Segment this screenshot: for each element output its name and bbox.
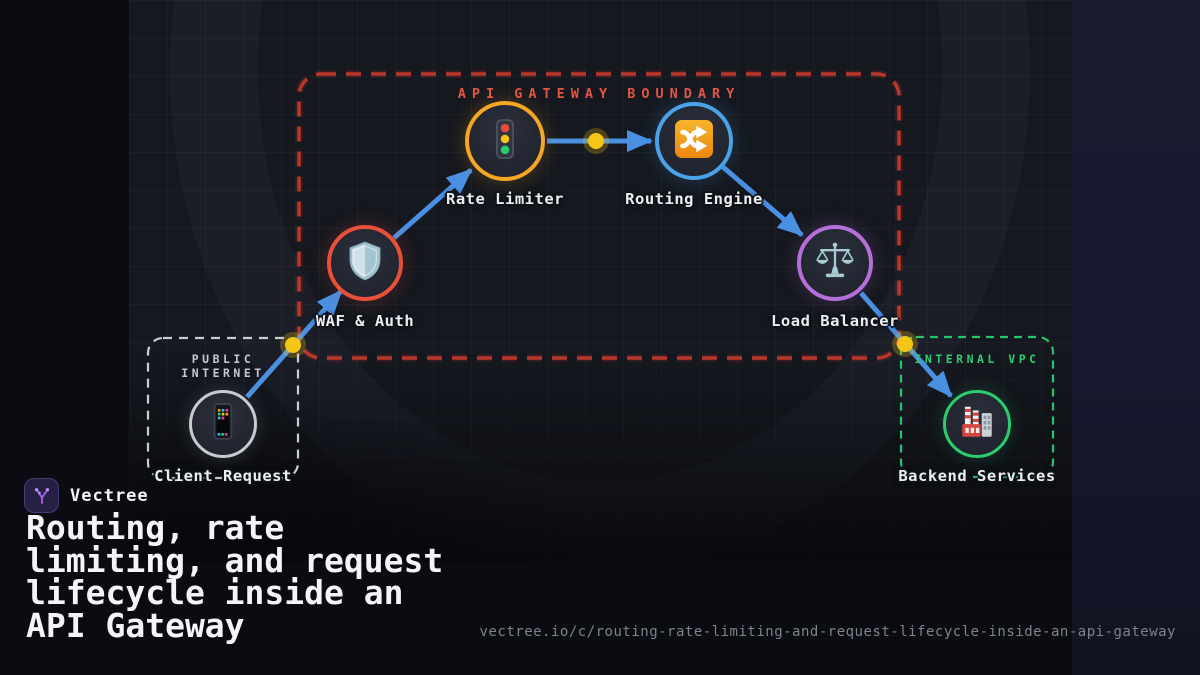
brand: Vectree	[24, 478, 149, 513]
brand-name: Vectree	[70, 485, 149, 506]
shuffle-icon	[671, 116, 717, 166]
node-label-routing-engine: Routing Engine	[625, 190, 763, 208]
vectree-logo-icon	[24, 478, 59, 513]
node-label-waf-auth: WAF & Auth	[315, 312, 415, 330]
node-label-backend-services: Backend Services	[898, 467, 1056, 485]
node-routing-engine	[655, 102, 733, 180]
zone-label-api-gateway-boundary: API GATEWAY BOUNDARY	[457, 86, 741, 102]
right-background-band	[1072, 0, 1200, 675]
node-load-balancer	[797, 225, 873, 301]
traffic-light-icon	[482, 116, 528, 166]
page-title: Routing, rate limiting, and request life…	[26, 508, 444, 645]
node-label-load-balancer: Load Balancer	[771, 312, 899, 330]
page-url: vectree.io/c/routing-rate-limiting-and-r…	[479, 624, 1176, 640]
node-waf-auth	[327, 225, 403, 301]
node-label-rate-limiter: Rate Limiter	[446, 190, 564, 208]
node-client-request	[189, 390, 257, 458]
zone-label-internal-vpc: INTERNAL VPC	[914, 352, 1040, 366]
smartphone-icon	[202, 401, 244, 447]
factory-icon	[956, 401, 998, 447]
shield-icon	[343, 239, 387, 287]
node-label-client-request: Client Request	[154, 467, 292, 485]
node-backend-services	[943, 390, 1011, 458]
node-rate-limiter	[465, 101, 545, 181]
balance-scale-icon	[812, 238, 858, 288]
zone-label-public-internet: PUBLIC INTERNET	[181, 352, 265, 380]
